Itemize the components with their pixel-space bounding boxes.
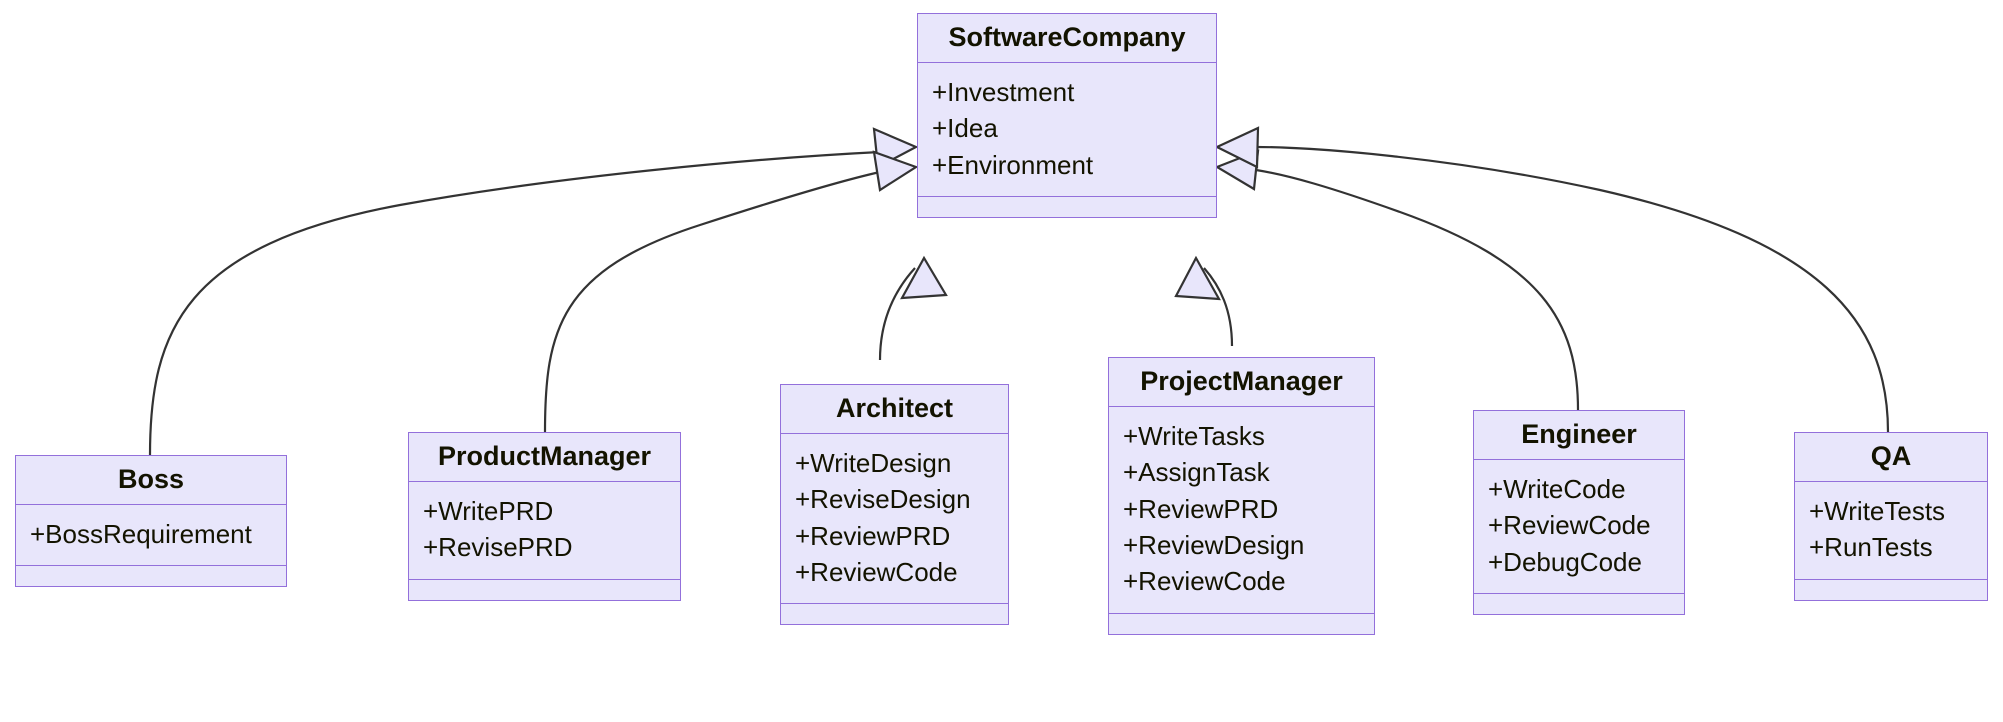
class-attribute: +WriteDesign xyxy=(795,448,952,479)
class-attribute: +AssignTask xyxy=(1123,457,1270,488)
class-attribute: +ReviewDesign xyxy=(1123,530,1305,561)
inheritance-arrowhead-architect xyxy=(900,255,948,300)
class-node-boss[interactable]: Boss +BossRequirement xyxy=(15,455,287,588)
class-title-engineer: Engineer xyxy=(1474,411,1684,461)
class-title-architect: Architect xyxy=(781,385,1008,435)
class-attributes-boss: +BossRequirement xyxy=(16,505,286,567)
inheritance-arrowhead-projectmanager xyxy=(1174,255,1221,301)
class-attribute: +RevisePRD xyxy=(423,532,573,563)
class-attributes-project-manager: +WriteTasks +AssignTask +ReviewPRD +Revi… xyxy=(1109,407,1374,614)
class-node-product-manager[interactable]: ProductManager +WritePRD +RevisePRD xyxy=(408,432,681,601)
class-attribute: +WriteCode xyxy=(1488,474,1626,505)
class-attribute: +Investment xyxy=(932,77,1075,108)
class-attribute: +RunTests xyxy=(1809,532,1933,563)
class-attribute: +ReviewCode xyxy=(1488,510,1651,541)
class-attributes-engineer: +WriteCode +ReviewCode +DebugCode xyxy=(1474,460,1684,595)
class-attributes-qa: +WriteTests +RunTests xyxy=(1795,482,1987,580)
inheritance-arrowhead-boss xyxy=(872,127,919,169)
class-title-project-manager: ProjectManager xyxy=(1109,358,1374,408)
class-methods-boss xyxy=(16,566,286,586)
class-attribute: +DebugCode xyxy=(1488,546,1642,577)
edge-boss-to-softwarecompany xyxy=(148,150,881,456)
class-node-qa[interactable]: QA +WriteTests +RunTests xyxy=(1794,432,1988,601)
class-methods-software-company xyxy=(918,197,1216,217)
class-title-qa: QA xyxy=(1795,433,1987,483)
class-methods-architect xyxy=(781,604,1008,624)
class-node-project-manager[interactable]: ProjectManager +WriteTasks +AssignTask +… xyxy=(1108,357,1375,635)
class-attribute: +BossRequirement xyxy=(30,519,252,550)
inheritance-arrowhead-engineer xyxy=(1214,149,1260,191)
class-attributes-architect: +WriteDesign +ReviseDesign +ReviewPRD +R… xyxy=(781,434,1008,605)
class-methods-project-manager xyxy=(1109,614,1374,634)
class-attributes-software-company: +Investment +Idea +Environment xyxy=(918,63,1216,198)
class-node-software-company[interactable]: SoftwareCompany +Investment +Idea +Envir… xyxy=(917,13,1217,219)
edge-architect-to-softwarecompany xyxy=(878,267,916,361)
class-attribute: +WritePRD xyxy=(423,496,554,527)
class-attribute: +Idea xyxy=(932,113,998,144)
class-node-engineer[interactable]: Engineer +WriteCode +ReviewCode +DebugCo… xyxy=(1473,410,1685,616)
class-attributes-product-manager: +WritePRD +RevisePRD xyxy=(409,482,680,580)
edge-projectmanager-to-softwarecompany xyxy=(1203,267,1234,347)
class-title-boss: Boss xyxy=(16,456,286,506)
class-methods-engineer xyxy=(1474,594,1684,614)
class-attribute: +WriteTasks xyxy=(1123,421,1265,452)
inheritance-arrowhead-productmanager xyxy=(872,150,919,192)
class-attribute: +ReviewPRD xyxy=(1123,493,1279,524)
class-attribute: +ReviewCode xyxy=(1123,566,1286,597)
class-attribute: +Environment xyxy=(932,149,1094,180)
class-methods-qa xyxy=(1795,580,1987,600)
class-title-software-company: SoftwareCompany xyxy=(918,14,1216,64)
class-title-product-manager: ProductManager xyxy=(409,433,680,483)
class-node-architect[interactable]: Architect +WriteDesign +ReviseDesign +Re… xyxy=(780,384,1009,626)
class-attribute: +ReviewCode xyxy=(795,557,958,588)
class-attribute: +WriteTests xyxy=(1809,496,1946,527)
class-attribute: +ReviewPRD xyxy=(795,520,951,551)
inheritance-arrowhead-qa xyxy=(1214,126,1260,169)
class-methods-product-manager xyxy=(409,580,680,600)
class-attribute: +ReviseDesign xyxy=(795,484,971,515)
